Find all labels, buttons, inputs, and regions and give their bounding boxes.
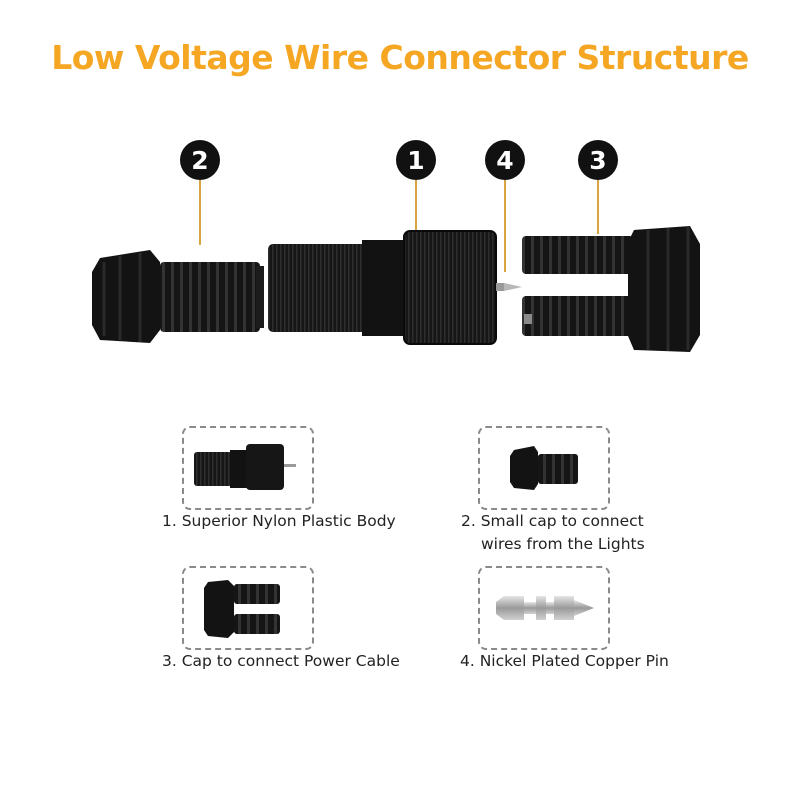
power-cap-part xyxy=(522,226,700,352)
page-title: Low Voltage Wire Connector Structure xyxy=(51,38,749,77)
connector-exploded-view: 2 1 4 3 xyxy=(92,140,700,352)
marker-4-label: 4 xyxy=(496,146,513,175)
body-thumbnail-image xyxy=(194,444,296,490)
power-cap-thumbnail-image xyxy=(204,580,280,638)
caption-body: 1. Superior Nylon Plastic Body xyxy=(162,512,396,530)
marker-4: 4 xyxy=(485,140,525,180)
body-thumbnail xyxy=(182,426,314,510)
caption-small-cap: 2. Small cap to connect wires from the L… xyxy=(461,510,645,556)
small-cap-thumbnail xyxy=(478,426,610,510)
caption-small-cap-line2: wires from the Lights xyxy=(481,535,645,553)
caption-power-cap: 3. Cap to connect Power Cable xyxy=(162,652,400,670)
pin-part xyxy=(496,283,522,291)
small-cap-thumbnail-image xyxy=(510,446,578,490)
marker-1-label: 1 xyxy=(407,146,424,175)
caption-small-cap-line1: 2. Small cap to connect xyxy=(461,512,644,530)
marker-3: 3 xyxy=(578,140,618,180)
marker-3-label: 3 xyxy=(589,146,606,175)
pin-thumbnail-image xyxy=(496,596,594,620)
small-cap-part xyxy=(92,250,264,343)
pin-thumbnail xyxy=(478,566,610,650)
body-part xyxy=(268,230,497,345)
power-cap-thumbnail xyxy=(182,566,314,650)
marker-2-label: 2 xyxy=(191,146,208,175)
caption-pin: 4. Nickel Plated Copper Pin xyxy=(460,652,669,670)
marker-1: 1 xyxy=(396,140,436,180)
marker-2: 2 xyxy=(180,140,220,180)
